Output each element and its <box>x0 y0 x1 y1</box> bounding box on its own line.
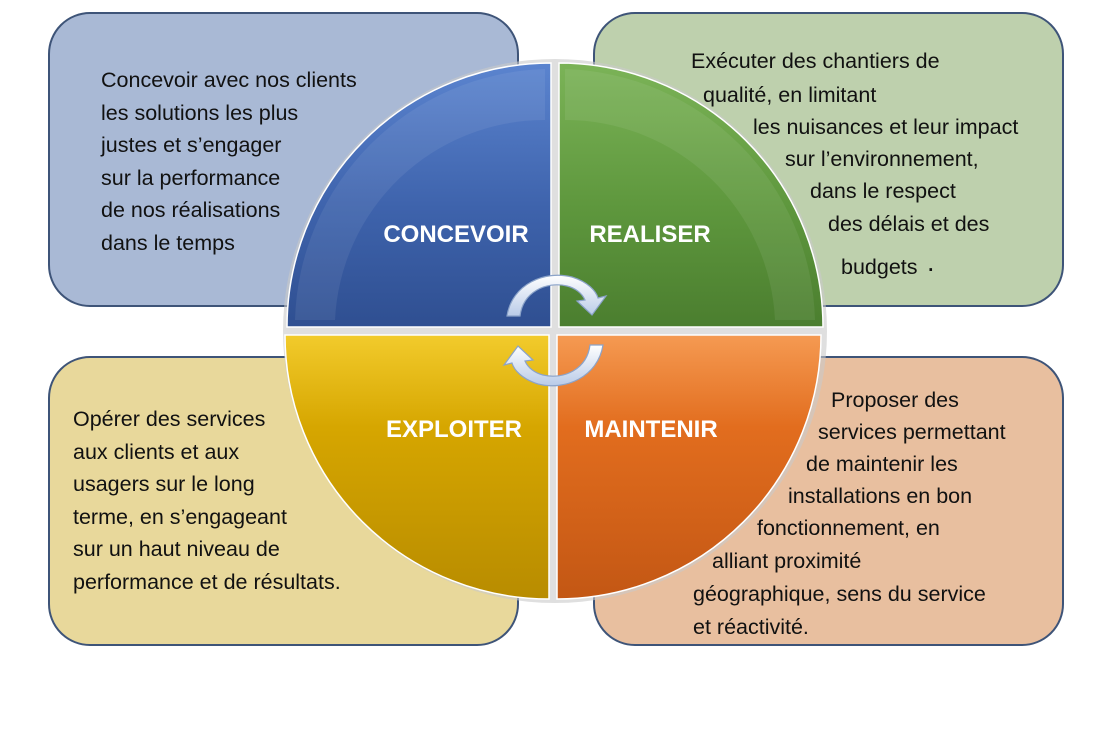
card-concevoir-text-line: sur la performance <box>101 166 281 190</box>
card-concevoir-text-line: Concevoir avec nos clients <box>101 68 357 92</box>
quadrant-gloss <box>295 69 545 320</box>
card-realiser-text-line: des délais et des <box>828 212 990 236</box>
quadrant-exploiter <box>284 334 550 600</box>
card-concevoir-text-line: de nos réalisations <box>101 198 281 222</box>
card-maintenir-text-line: et réactivité. <box>693 615 809 639</box>
card-exploiter-text-line: Opérer des services <box>73 407 266 431</box>
card-realiser-text-line: les nuisances et leur impact <box>753 115 1019 139</box>
quadrant-gloss <box>565 69 815 320</box>
card-exploiter-text-line: performance et de résultats. <box>73 570 341 594</box>
card-concevoir-text-line: les solutions les plus <box>101 101 299 125</box>
quadrant-maintenir <box>556 334 822 600</box>
card-exploiter-text-line: usagers sur le long <box>73 472 255 496</box>
quadrant-label-realiser: REALISER <box>589 221 710 248</box>
quadrant-label-maintenir: MAINTENIR <box>584 416 717 443</box>
quadrant-label-exploiter: EXPLOITER <box>386 416 522 443</box>
card-maintenir-text-line: alliant proximité <box>712 549 862 573</box>
card-maintenir-text-line: Proposer des <box>831 388 959 412</box>
card-exploiter-text-line: terme, en s’engageant <box>73 505 287 529</box>
card-realiser-text-line: Exécuter des chantiers de <box>691 49 940 73</box>
card-maintenir-text-line: de maintenir les <box>806 452 958 476</box>
card-realiser-text-period: . <box>927 247 935 277</box>
card-exploiter-text-line: sur un haut niveau de <box>73 537 280 561</box>
card-realiser-text-line: sur l’environnement, <box>785 147 979 171</box>
quadrant-label-concevoir: CONCEVOIR <box>383 221 528 248</box>
card-realiser-text-line: dans le respect <box>810 179 956 203</box>
card-exploiter-text-line: aux clients et aux <box>73 440 240 464</box>
card-concevoir-text-line: justes et s’engager <box>101 133 282 157</box>
card-realiser-text-line: budgets <box>841 255 918 279</box>
cycle-arrows-icon <box>502 274 608 387</box>
card-maintenir-text-line: services permettant <box>818 420 1006 444</box>
card-concevoir-text-line: dans le temps <box>101 231 235 255</box>
quadrant-realiser <box>558 62 824 328</box>
quadrant-concevoir <box>286 62 552 328</box>
card-realiser-text-line: qualité, en limitant <box>703 83 877 107</box>
card-maintenir-text-line: géographique, sens du service <box>693 582 986 606</box>
card-maintenir-text-line: installations en bon <box>788 484 973 508</box>
card-maintenir-text-line: fonctionnement, en <box>757 516 940 540</box>
